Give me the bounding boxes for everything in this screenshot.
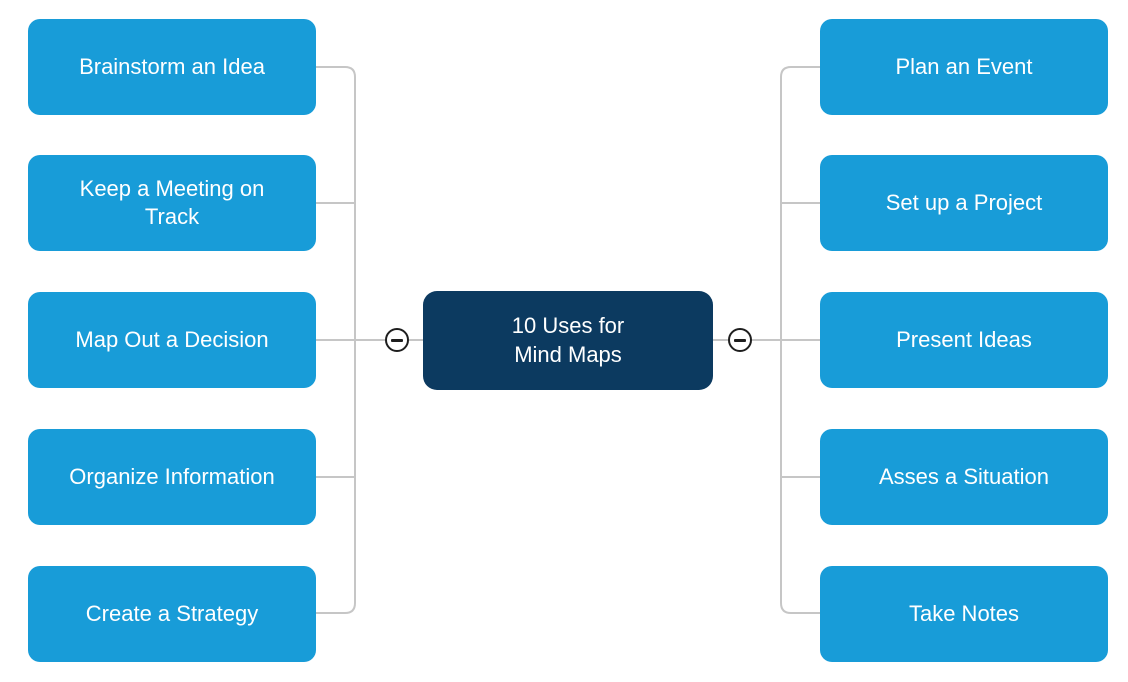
- node-plan-an-event[interactable]: Plan an Event: [820, 19, 1108, 115]
- node-organize-information[interactable]: Organize Information: [28, 429, 316, 525]
- collapse-left-branch-button minus-icon[interactable]: [385, 328, 409, 352]
- node-asses-a-situation[interactable]: Asses a Situation: [820, 429, 1108, 525]
- node-keep-a-meeting-on-track[interactable]: Keep a Meeting on Track: [28, 155, 316, 251]
- node-brainstorm-an-idea[interactable]: Brainstorm an Idea: [28, 19, 316, 115]
- center-node-10-uses-for-mind-maps[interactable]: 10 Uses for Mind Maps: [423, 291, 713, 390]
- node-present-ideas[interactable]: Present Ideas: [820, 292, 1108, 388]
- node-create-a-strategy[interactable]: Create a Strategy: [28, 566, 316, 662]
- node-set-up-a-project[interactable]: Set up a Project: [820, 155, 1108, 251]
- collapse-right-branch-button minus-icon[interactable]: [728, 328, 752, 352]
- node-take-notes[interactable]: Take Notes: [820, 566, 1108, 662]
- node-map-out-a-decision[interactable]: Map Out a Decision: [28, 292, 316, 388]
